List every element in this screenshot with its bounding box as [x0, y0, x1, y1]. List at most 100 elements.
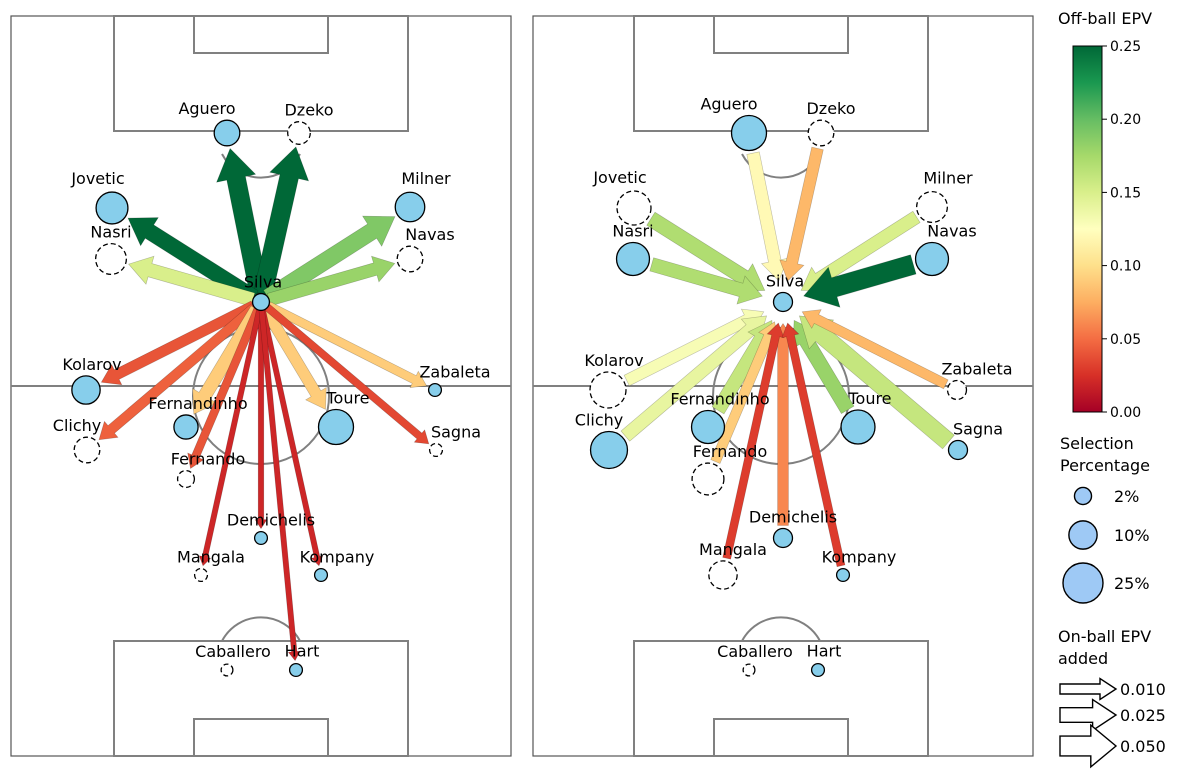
- player-node-caballero: Caballero: [717, 642, 793, 677]
- player-marker: [428, 442, 444, 458]
- player-node-zabaleta: Zabaleta: [941, 360, 1013, 401]
- colorbar-tick-label: 0.15: [1110, 185, 1141, 201]
- player-label: Silva: [766, 272, 804, 291]
- player-node-jovetic: Jovetic: [592, 168, 652, 226]
- arrow-silva-to-milner: [263, 215, 396, 306]
- player-label: Sagna: [431, 423, 481, 442]
- selection-legend-marker: [1062, 562, 1104, 604]
- player-marker: [71, 375, 101, 405]
- player-marker: [287, 121, 311, 145]
- player-label: Demichelis: [749, 508, 837, 527]
- onball-legend-title-1: On-ball EPV: [1058, 627, 1151, 646]
- player-label: Nasri: [612, 222, 653, 241]
- player-label: Milner: [923, 169, 973, 188]
- colorbar-ticks: 0.250.200.150.100.050.00: [1102, 39, 1141, 421]
- colorbar-tick-label: 0.20: [1110, 112, 1141, 128]
- player-marker: [742, 663, 756, 677]
- player-node-demichelis: Demichelis: [227, 511, 315, 546]
- player-marker: [946, 379, 968, 401]
- onball-legend-label: 0.010: [1120, 680, 1166, 699]
- selection-legend-label: 25%: [1114, 574, 1150, 593]
- arrow-navas-to-silva: [803, 254, 917, 308]
- player-node-kolarov: Kolarov: [584, 351, 644, 409]
- player-node-demichelis: Demichelis: [749, 508, 837, 549]
- player-marker: [616, 190, 652, 226]
- selection-legend: Selection Percentage 2%10%25%: [1060, 434, 1150, 604]
- player-label: Milner: [401, 169, 451, 188]
- player-label: Silva: [244, 273, 282, 292]
- player-marker: [708, 560, 738, 590]
- player-label: Demichelis: [227, 511, 315, 530]
- player-label: Aguero: [700, 95, 757, 114]
- arrow-silva-to-zabaleta: [266, 301, 428, 388]
- player-marker: [915, 190, 949, 224]
- player-node-sagna: Sagna: [428, 423, 481, 458]
- player-label: Nasri: [90, 223, 131, 242]
- player-node-kompany: Kompany: [822, 548, 896, 583]
- arrow-silva-to-navas: [266, 255, 396, 307]
- arrow-silva-to-hart: [258, 309, 301, 662]
- player-node-milner: Milner: [394, 169, 451, 223]
- colorbar-tick-label: 0.10: [1110, 259, 1141, 275]
- penalty-box-top: [113, 15, 409, 132]
- player-label: Zabaleta: [419, 363, 490, 382]
- player-node-caballero: Caballero: [195, 642, 271, 677]
- player-node-hart: Hart: [285, 642, 320, 678]
- player-node-navas: Navas: [914, 222, 977, 277]
- player-marker: [317, 408, 355, 446]
- selection-legend-label: 10%: [1114, 526, 1150, 545]
- player-label: Hart: [807, 642, 842, 661]
- player-label: Mangala: [699, 540, 767, 559]
- arrow-silva-to-mangala: [198, 309, 263, 567]
- goal-box-bottom: [193, 718, 329, 757]
- player-marker: [173, 414, 199, 440]
- player-node-sagna: Sagna: [947, 420, 1003, 461]
- player-marker: [251, 292, 271, 312]
- player-label: Aguero: [178, 99, 235, 118]
- player-label: Toure: [847, 389, 891, 408]
- goal-box-bottom: [713, 718, 849, 757]
- player-label: Kolarov: [584, 351, 643, 370]
- pitch-left: [10, 15, 512, 757]
- player-marker: [914, 241, 950, 277]
- player-marker: [807, 119, 835, 147]
- player-label: Jovetic: [592, 168, 646, 187]
- player-marker: [835, 567, 851, 583]
- player-marker: [772, 291, 794, 313]
- player-label: Toure: [325, 389, 369, 408]
- selection-legend-label: 2%: [1114, 487, 1139, 506]
- player-label: Jovetic: [70, 169, 124, 188]
- onball-legend-label: 0.050: [1120, 737, 1166, 756]
- player-marker: [840, 409, 876, 445]
- player-node-fernando: Fernando: [691, 442, 768, 496]
- goal-box-top: [713, 15, 849, 54]
- player-marker: [220, 663, 234, 677]
- player-node-toure: Toure: [840, 389, 892, 445]
- player-label: Dzeko: [284, 101, 333, 120]
- player-label: Fernando: [693, 442, 768, 461]
- selection-legend-marker: [1073, 486, 1093, 506]
- player-node-clichy: Clichy: [575, 411, 629, 470]
- player-marker: [772, 527, 794, 549]
- arrow-aguero-to-silva: [746, 151, 789, 282]
- player-node-mangala: Mangala: [177, 548, 245, 583]
- player-node-fernandinho: Fernandinho: [670, 390, 770, 445]
- player-label: Fernando: [171, 450, 246, 469]
- arrow-kompany-to-silva: [781, 322, 846, 568]
- player-node-dzeko: Dzeko: [284, 101, 334, 145]
- player-marker: [947, 439, 969, 461]
- player-marker: [690, 409, 726, 445]
- player-label: Caballero: [195, 642, 271, 661]
- player-node-milner: Milner: [915, 169, 973, 224]
- player-label: Hart: [285, 642, 320, 661]
- player-marker: [94, 242, 128, 276]
- player-marker: [427, 382, 443, 398]
- player-marker: [810, 662, 826, 678]
- player-label: Clichy: [53, 416, 101, 435]
- arrow-silva-to-clichy: [98, 303, 259, 441]
- player-node-zabaleta: Zabaleta: [419, 363, 491, 398]
- colorbar-tick-label: 0.25: [1110, 39, 1141, 55]
- selection-legend-marker: [1068, 520, 1098, 550]
